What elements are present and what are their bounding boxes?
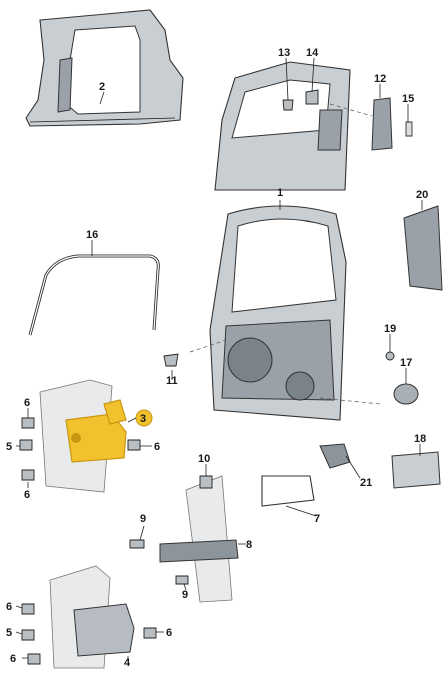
window-channel-seal	[28, 254, 160, 336]
door-check-group	[129, 475, 239, 603]
door-check	[159, 539, 239, 563]
lower-hinge	[73, 603, 135, 657]
callout-6-c: 6	[154, 441, 160, 453]
mirror-cover	[371, 97, 393, 151]
lower-hinge-group	[21, 565, 157, 669]
callout-12: 12	[374, 73, 386, 85]
trim-panel	[403, 205, 443, 291]
clip-14	[305, 89, 319, 105]
reinforcement-18	[391, 451, 441, 489]
callout-11: 11	[166, 375, 178, 387]
callout-19: 19	[384, 323, 396, 335]
callout-16: 16	[86, 229, 98, 241]
buffer-21	[319, 443, 351, 469]
callout-15: 15	[402, 93, 414, 105]
callout-labels: 2 1 13 14 12 15 20 16 19 17 11 18 21 7 3…	[6, 47, 428, 669]
plug-17	[393, 383, 419, 405]
upper-hinge-group	[19, 379, 153, 493]
seal-7	[261, 475, 315, 507]
callout-9-b: 9	[182, 589, 188, 601]
callout-14: 14	[306, 47, 319, 59]
callout-5-b: 5	[6, 627, 12, 639]
callout-8: 8	[246, 539, 252, 551]
door-shell	[189, 205, 381, 421]
callout-6-e: 6	[10, 653, 16, 665]
callout-20: 20	[416, 189, 428, 201]
callout-9-a: 9	[140, 513, 146, 525]
grommet-19	[385, 351, 395, 361]
callout-2: 2	[99, 81, 105, 93]
upper-hinge	[65, 413, 127, 463]
clip-11	[163, 353, 179, 367]
callout-7: 7	[314, 513, 320, 525]
callout-21: 21	[360, 477, 372, 489]
bolt-13	[282, 99, 294, 111]
door-upper-detail	[214, 61, 413, 191]
callout-6-b: 6	[24, 489, 30, 501]
body-side-frame	[25, 9, 184, 127]
callout-17: 17	[400, 357, 412, 369]
callout-5-a: 5	[6, 441, 12, 453]
callout-10: 10	[198, 453, 210, 465]
callout-6-d: 6	[6, 601, 12, 613]
callout-13: 13	[278, 47, 290, 59]
callout-1: 1	[277, 187, 283, 199]
callout-18: 18	[414, 433, 426, 445]
callout-6-a: 6	[24, 397, 30, 409]
spacer-strip	[405, 121, 413, 137]
callout-4: 4	[124, 657, 131, 669]
callout-3: 3	[140, 413, 146, 425]
leader-lines	[15, 57, 423, 662]
callout-6-f: 6	[166, 627, 172, 639]
